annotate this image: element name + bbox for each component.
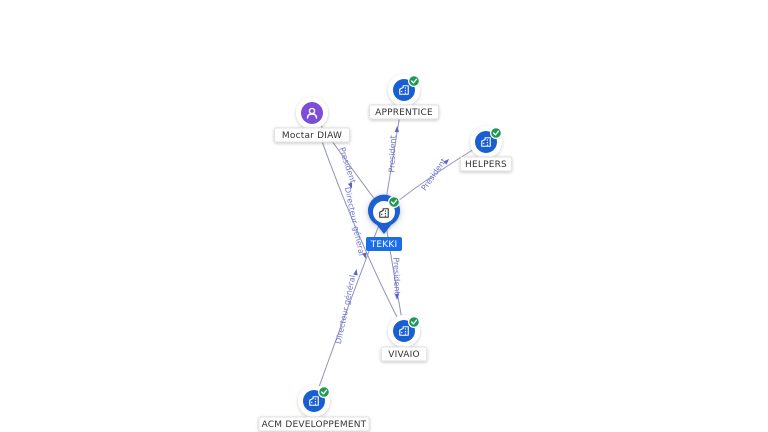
node-label: HELPERS: [465, 160, 507, 170]
building-icon: [399, 85, 409, 95]
verified-check-icon: [407, 74, 421, 88]
node-label: APPRENTICE: [375, 108, 433, 118]
node-label: VIVAIO: [388, 350, 420, 360]
node-acm[interactable]: ACM DEVELOPPEMENT: [258, 385, 370, 432]
verified-check-icon: [489, 126, 503, 140]
person-icon: [306, 107, 318, 119]
node-apprentice[interactable]: APPRENTICE: [369, 74, 439, 120]
edge-arrow-icon: [353, 269, 358, 276]
edge-label: President: [391, 257, 401, 295]
center-label-pill: [366, 237, 402, 251]
node-helpers[interactable]: HELPERS: [459, 126, 513, 172]
edge-arrow-icon: [347, 182, 353, 189]
node-label-box: [459, 156, 513, 172]
edge-label: President: [387, 135, 397, 173]
edge-arrow-icon: [362, 252, 367, 259]
node-moctar[interactable]: Moctar DIAW: [274, 97, 350, 143]
building-icon: [481, 137, 491, 147]
node-label: ACM DEVELOPPEMENT: [262, 420, 367, 430]
building-icon: [309, 396, 319, 406]
node-tekki[interactable]: TEKKI: [360, 188, 408, 251]
node-vivaio[interactable]: VIVAIO: [380, 315, 428, 362]
node-label-box: [369, 104, 439, 120]
edge-label: Directeur général: [333, 274, 357, 345]
edge-label: President: [337, 146, 357, 184]
verified-check-icon: [387, 195, 401, 209]
node-label: TEKKI: [370, 240, 398, 250]
building-icon: [379, 208, 389, 218]
pin-inner: [373, 201, 395, 223]
verified-check-icon: [317, 385, 331, 399]
node-label-box: [380, 346, 428, 362]
node-label: Moctar DIAW: [282, 131, 342, 141]
edge-arrow-icon: [394, 294, 400, 300]
edge-arrow-icon: [443, 158, 450, 165]
edge-arrow-icon: [394, 126, 400, 133]
building-icon: [399, 326, 409, 336]
verified-check-icon: [407, 315, 421, 329]
node-label-box: [274, 127, 350, 143]
node-label-box: [258, 416, 370, 432]
